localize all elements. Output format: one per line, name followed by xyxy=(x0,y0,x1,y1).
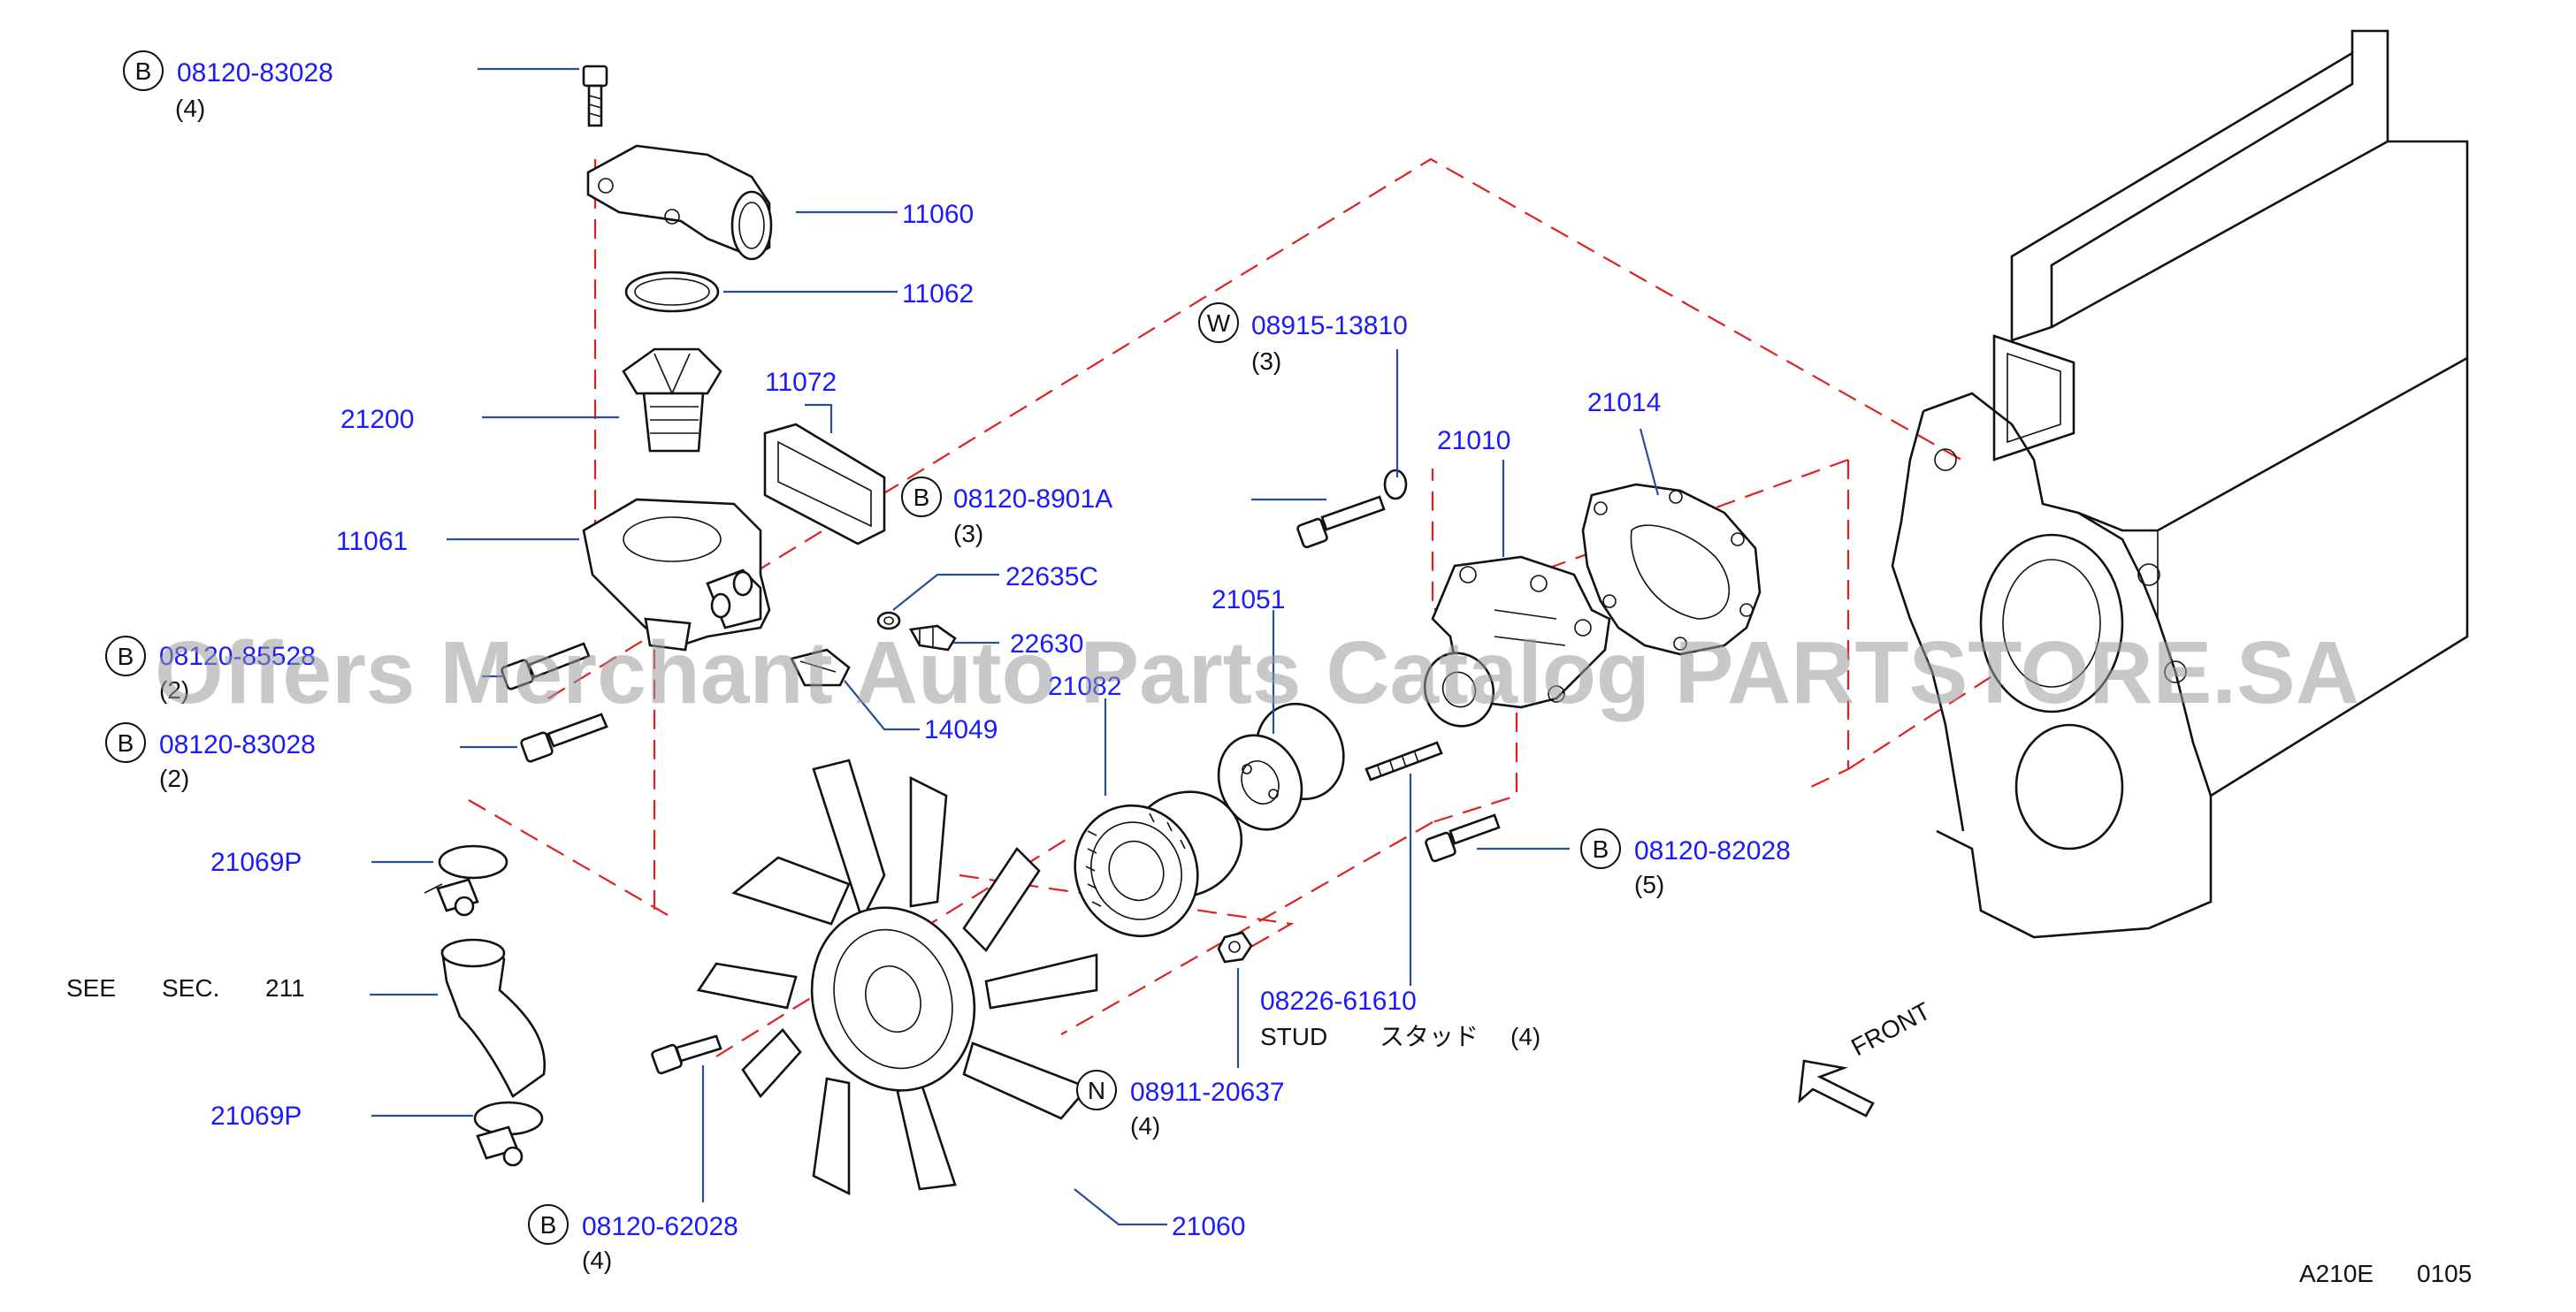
part-number[interactable]: 08120-83028 xyxy=(177,58,333,88)
part-number-21010[interactable]: 21010 xyxy=(1437,426,1510,455)
sensor-22630-drawing xyxy=(908,624,957,652)
water-outlet-11060-drawing xyxy=(586,144,773,261)
part-number[interactable]: 08120-8901A xyxy=(953,484,1112,514)
bolt-badge xyxy=(901,477,942,517)
stud-label: STUD xyxy=(1260,1023,1327,1050)
quantity-label: (4) xyxy=(175,95,205,122)
part-number[interactable]: 08120-62028 xyxy=(582,1212,738,1241)
fan-coupling-21082-drawing xyxy=(1074,790,1243,938)
part-number-14049[interactable]: 14049 xyxy=(924,715,998,744)
hose-fitting-14049-drawing xyxy=(790,648,851,687)
bolt-82028-drawing xyxy=(1425,813,1501,863)
diagram-code: A210E xyxy=(2299,1260,2373,1287)
part-number[interactable]: 08120-82028 xyxy=(1634,836,1791,866)
clamp-upper-21069p-drawing xyxy=(424,844,508,917)
bolt-85528-drawing xyxy=(501,642,591,690)
see-section-note[interactable]: SEE SEC. 211 xyxy=(66,974,305,1002)
front-label: FRONT xyxy=(1846,997,1935,1062)
nut-badge xyxy=(1076,1070,1117,1110)
engine-block-drawing xyxy=(1891,29,2469,939)
part-number-21200[interactable]: 21200 xyxy=(340,405,414,434)
quantity-label: (4) xyxy=(1510,1023,1540,1050)
bolt-badge xyxy=(1580,828,1621,869)
part-number-11062[interactable]: 11062 xyxy=(902,279,974,309)
pulley-21051-drawing xyxy=(1217,702,1345,831)
front-arrow-icon xyxy=(1798,1059,1875,1117)
callout-badge-letter: W xyxy=(1207,309,1231,337)
bolt-badge xyxy=(105,722,146,763)
quantity-label: (5) xyxy=(1634,871,1664,898)
bolt-badge xyxy=(123,50,164,91)
part-number-22635c[interactable]: 22635C xyxy=(1005,562,1098,591)
callout-08120-8901a[interactable]: B 08120-8901A (3) xyxy=(901,477,1112,547)
quantity-label: (3) xyxy=(1251,347,1281,375)
part-number-21014[interactable]: 21014 xyxy=(1587,388,1661,417)
callout-badge-letter: N xyxy=(1088,1077,1105,1104)
gasket-21014-drawing xyxy=(1581,483,1762,656)
part-number[interactable]: 08915-13810 xyxy=(1251,311,1408,340)
thermostat-housing-11061-drawing xyxy=(582,498,771,652)
gasket-11062-drawing xyxy=(624,271,720,313)
quantity-label: (2) xyxy=(159,676,189,704)
callout-08120-82028[interactable]: B 08120-82028 (5) xyxy=(1580,828,1791,898)
callout-badge-letter: B xyxy=(913,484,930,511)
part-number[interactable]: 08120-83028 xyxy=(159,730,316,759)
front-indicator: FRONT xyxy=(1798,997,1935,1117)
callout-badge-letter: B xyxy=(540,1211,557,1239)
bolt-62028-drawing xyxy=(651,1034,722,1075)
washer-badge xyxy=(1198,302,1239,343)
callout-badge-letter: B xyxy=(135,57,152,85)
part-number[interactable]: 08226-61610 xyxy=(1260,987,1417,1016)
part-number-11060[interactable]: 11060 xyxy=(902,200,974,229)
quantity-label: (3) xyxy=(953,520,983,547)
cooling-fan-21060-drawing xyxy=(696,759,1098,1196)
callout-badge-letter: B xyxy=(118,729,134,757)
callout-08120-83028-top[interactable]: B 08120-83028 (4) xyxy=(123,50,333,122)
callout-08120-62028[interactable]: B 08120-62028 (4) xyxy=(528,1204,738,1274)
callout-08915-13810[interactable]: W 08915-13810 (3) xyxy=(1198,302,1408,375)
quantity-label: (4) xyxy=(1130,1112,1160,1140)
nut-08911-drawing xyxy=(1217,931,1253,964)
callout-08120-85528[interactable]: B 08120-85528 (2) xyxy=(105,636,316,704)
hose-drawing xyxy=(440,938,547,1098)
part-number-21051[interactable]: 21051 xyxy=(1212,585,1285,614)
part-number-21082[interactable]: 21082 xyxy=(1048,672,1121,701)
part-number[interactable]: 08120-85528 xyxy=(159,642,316,671)
callout-08226-61610[interactable]: 08226-61610 STUD スタッド (4) xyxy=(1260,987,1540,1050)
see-label: SEE xyxy=(66,974,116,1002)
thermostat-21200-drawing xyxy=(622,347,722,453)
clamp-lower-21069p-drawing xyxy=(473,1101,544,1167)
callout-08120-83028-mid[interactable]: B 08120-83028 (2) xyxy=(105,722,316,792)
bolt-badge xyxy=(105,636,146,676)
part-number-21069p-upper[interactable]: 21069P xyxy=(210,848,302,877)
part-number[interactable]: 08911-20637 xyxy=(1130,1078,1285,1107)
quantity-label: (2) xyxy=(159,765,189,792)
stud-label-japanese: スタッド xyxy=(1380,1023,1479,1050)
sec-number[interactable]: 211 xyxy=(265,974,305,1002)
part-number-22630[interactable]: 22630 xyxy=(1010,629,1083,659)
callout-badge-letter: B xyxy=(1593,835,1609,863)
callout-badge-letter: B xyxy=(118,643,134,670)
bolt-top-drawing xyxy=(582,65,608,127)
bolt-badge xyxy=(528,1204,569,1245)
bolt-08915-drawing xyxy=(1296,469,1408,549)
callout-08911-20637[interactable]: N 08911-20637 (4) xyxy=(1076,1070,1285,1140)
gasket-11072-drawing xyxy=(763,423,886,545)
water-pump-21010-drawing xyxy=(1423,555,1611,728)
quantity-label: (4) xyxy=(582,1247,612,1274)
sec-label: SEC. xyxy=(162,974,219,1002)
diagram-page-number: 0105 xyxy=(2417,1260,2472,1287)
bolt-83028-mid-drawing xyxy=(520,713,608,763)
part-number-21069p-lower[interactable]: 21069P xyxy=(210,1102,302,1131)
stud-08226-drawing xyxy=(1364,741,1443,782)
watermark-text: Offers Merchant Auto Parts Catalog PARTS… xyxy=(155,623,2359,722)
leader-lines xyxy=(370,67,1660,1226)
washer-22635c-drawing xyxy=(876,611,901,630)
part-number-11061[interactable]: 11061 xyxy=(336,527,408,556)
part-number-21060[interactable]: 21060 xyxy=(1172,1212,1245,1241)
part-number-11072[interactable]: 11072 xyxy=(765,368,837,397)
